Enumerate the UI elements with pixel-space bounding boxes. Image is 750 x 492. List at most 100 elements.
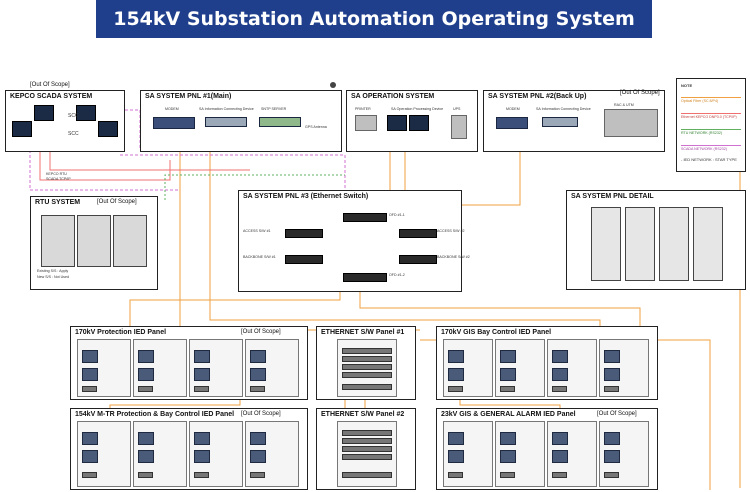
rtu-scope-label: [Out Of Scope]: [97, 199, 137, 205]
ied-sub-panel: [77, 421, 131, 487]
sa-operation-title: SA OPERATION SYSTEM: [351, 93, 435, 100]
ied-sub-panel: [599, 421, 649, 487]
ethernet-sw-panel2: ETHERNET S/W Panel #2: [316, 408, 416, 490]
ofd-1-1-device: [343, 213, 387, 222]
modem-device: [496, 117, 528, 129]
ethernet-sw-panel1: ETHERNET S/W Panel #1: [316, 326, 416, 400]
access-sw1-label: ACCESS S/W #1: [243, 229, 271, 233]
sa-pnl3-title: SA SYSTEM PNL #3 (Ethernet Switch): [243, 193, 369, 200]
kepco-note: KEPCO RTU: [46, 172, 67, 176]
backbone-sw2-label: BACKBONE S/W #2: [437, 255, 470, 259]
ied-sub-panel: [189, 421, 243, 487]
scope-label: [Out Of Scope]: [241, 411, 281, 417]
access-sw2-label: ACCESS S/W #2: [437, 229, 465, 233]
panel-23kv-gis: 23kV GIS & GENERAL ALARM IED Panel [Out …: [436, 408, 658, 490]
ied-sub-panel: [77, 339, 131, 397]
panel-title: 170kV Protection IED Panel: [75, 329, 167, 336]
gps-antenna-icon: [330, 82, 336, 88]
switch-rack: [337, 421, 397, 487]
sa-pnl-detail-box: SA SYSTEM PNL DETAIL: [566, 190, 746, 290]
info-connect-label: SA Information Connecting Device: [536, 107, 591, 111]
panel-title: 170kV GIS Bay Control IED Panel: [441, 329, 552, 336]
ofd-label: OFD #1-1: [389, 213, 405, 217]
backbone-sw1-label: BACKBONE S/W #1: [243, 255, 276, 259]
sa-pnl2-title: SA SYSTEM PNL #2(Back Up): [488, 93, 587, 100]
ied-sub-panel: [547, 339, 597, 397]
ofd-label: OFD #1-2: [389, 273, 405, 277]
ied-sub-panel: [495, 339, 545, 397]
scada-pc-icon: [76, 105, 96, 121]
modem-label: MODEM: [506, 107, 520, 111]
ied-sub-panel: [133, 421, 187, 487]
panel-170kv-protection: 170kV Protection IED Panel [Out Of Scope…: [70, 326, 308, 400]
info-connect-label: SA Information Connecting Device: [199, 107, 254, 111]
ied-sub-panel: [495, 421, 545, 487]
panel-cabinet: [591, 207, 621, 281]
panel-cabinet: [625, 207, 655, 281]
scope-label: [Out Of Scope]: [597, 411, 637, 417]
ied-sub-panel: [443, 421, 493, 487]
sa-pnl1-box: SA SYSTEM PNL #1(Main) MODEM SA Informat…: [140, 90, 342, 152]
panel-title: 23kV GIS & GENERAL ALARM IED Panel: [441, 411, 576, 418]
sntp-label: SNTP SERVER: [261, 107, 287, 111]
legend-note: - IED NETWORK : STAR TYPE: [681, 157, 737, 162]
scc-label: SCC: [68, 131, 79, 137]
kepco-note: SCADA TCP/IP: [46, 177, 71, 181]
panel-title: 154kV M-TR Protection & Bay Control IED …: [75, 411, 235, 418]
rtu-note: Existing S/S : Apply: [37, 269, 69, 273]
panel-cabinet: [659, 207, 689, 281]
ofd-1-2-device: [343, 273, 387, 282]
panel-title: ETHERNET S/W Panel #1: [321, 329, 405, 336]
printer-icon: [355, 115, 377, 131]
sntp-server-device: [259, 117, 301, 127]
legend-label: RTU NETWORK (RS232): [681, 131, 723, 135]
legend-label: SCADA NETWORK (RS232): [681, 147, 727, 151]
sa-pnl2-box: SA SYSTEM PNL #2(Back Up) MODEM SA Infor…: [483, 90, 665, 152]
scc-label: SCC: [68, 113, 79, 119]
monitor-icon: [409, 115, 429, 131]
kepco-scada-box: KEPCO SCADA SYSTEM SCC SCC: [5, 90, 125, 152]
scope-label: [Out Of Scope]: [241, 329, 281, 335]
legend-line-fiber: [681, 97, 741, 98]
info-connect-device: [542, 117, 578, 127]
ied-sub-panel: [547, 421, 597, 487]
legend-title: NOTE: [681, 83, 693, 88]
legend-line-rtu: [681, 129, 741, 130]
legend-line-ethernet: [681, 113, 741, 114]
ied-sub-panel: [245, 339, 299, 397]
rtu-cabinet: [113, 215, 147, 267]
kepco-scope-label: [Out Of Scope]: [30, 82, 70, 88]
switch-rack: [337, 339, 397, 397]
legend-box: NOTE Optical Fiber (SC 8/P4) Ethernet KE…: [676, 78, 746, 172]
rtu-system-title: RTU SYSTEM: [35, 199, 81, 206]
scada-pc-icon: [34, 105, 54, 121]
scada-pc-icon: [12, 121, 32, 137]
access-sw1-device: [285, 229, 323, 238]
gps-label: GPS Antenna: [305, 125, 327, 129]
sa-pnl-detail-title: SA SYSTEM PNL DETAIL: [571, 193, 654, 200]
legend-line-scada: [681, 145, 741, 146]
kepco-scada-title: KEPCO SCADA SYSTEM: [10, 93, 93, 100]
sa-pnl3-box: SA SYSTEM PNL #3 (Ethernet Switch) OFD #…: [238, 190, 470, 292]
ups-icon: [451, 115, 467, 139]
rtu-system-box: RTU SYSTEM [Out Of Scope] Existing S/S :…: [30, 196, 158, 290]
pnl2-scope-label: [Out Of Scope]: [620, 90, 660, 96]
operation-processing-label: SA Operation Processing Device: [391, 107, 444, 111]
ied-sub-panel: [245, 421, 299, 487]
rtu-note: New S/S : Not Used: [37, 275, 69, 279]
ied-sub-panel: [133, 339, 187, 397]
panel-title: ETHERNET S/W Panel #2: [321, 411, 405, 418]
sa-operation-box: SA OPERATION SYSTEM PRINTER SA Operation…: [346, 90, 478, 152]
scada-pc-icon: [98, 121, 118, 137]
modem-label: MODEM: [165, 107, 179, 111]
legend-label: Ethernet KEPCO DNP3.0 (TCP/IP): [681, 115, 737, 119]
modem-device: [153, 117, 195, 129]
backbone-sw1-device: [285, 255, 323, 264]
rac-utm-device: [604, 109, 658, 137]
legend-label: Optical Fiber (SC 8/P4): [681, 99, 719, 103]
panel-cabinet: [693, 207, 723, 281]
info-connect-device: [205, 117, 247, 127]
ups-label: UPS: [453, 107, 461, 111]
rtu-cabinet: [77, 215, 111, 267]
rtu-cabinet: [41, 215, 75, 267]
